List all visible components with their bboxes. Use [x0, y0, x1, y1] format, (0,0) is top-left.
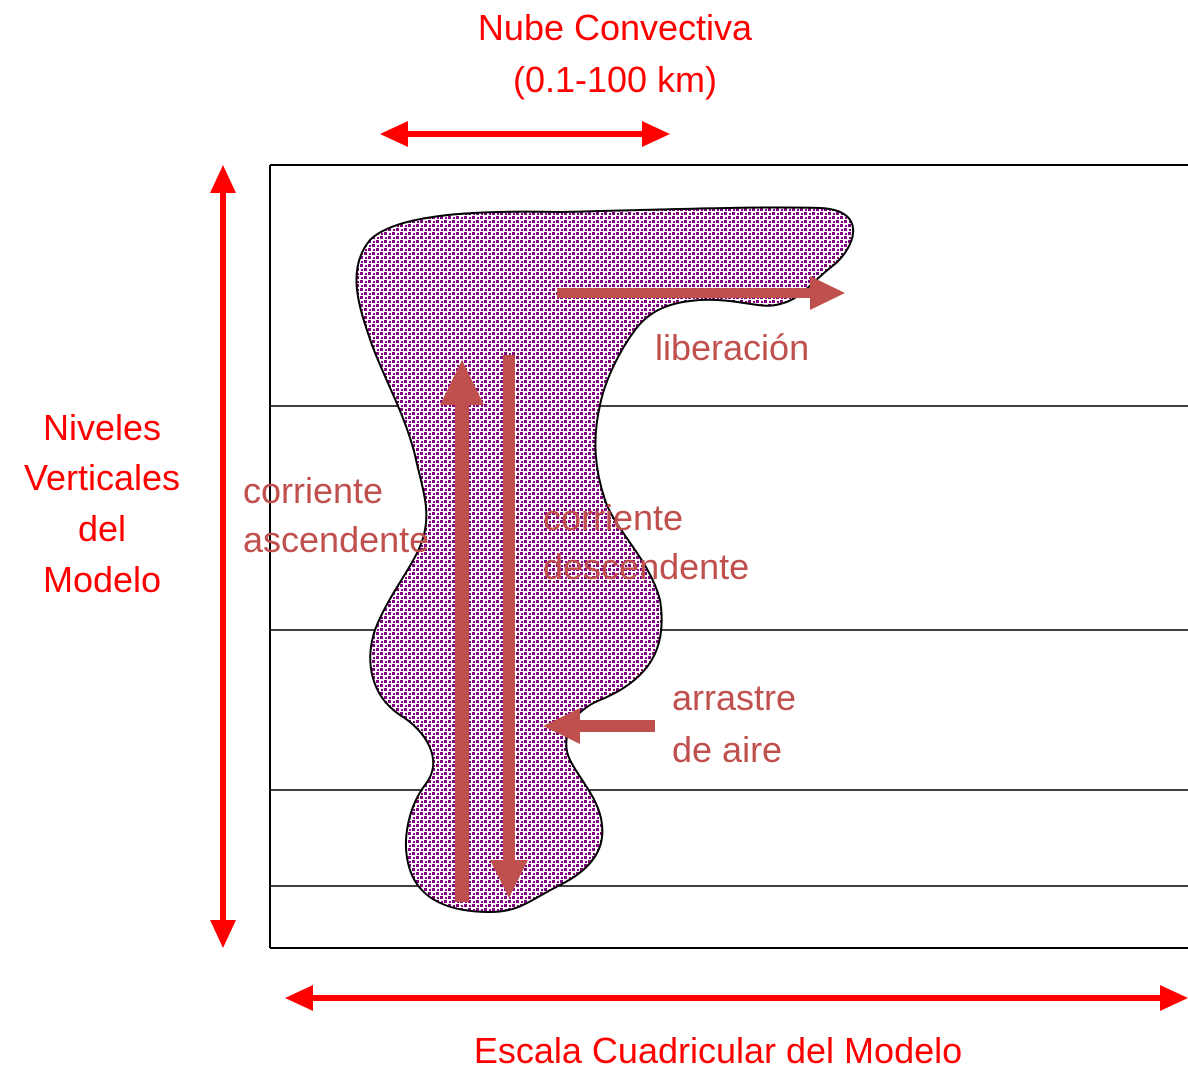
- updraft-arrow: [440, 360, 484, 902]
- downdraft-label-line1: corriente: [543, 497, 683, 538]
- vertical-levels-label-line3: del: [78, 508, 126, 549]
- updraft-label-line2: ascendente: [243, 519, 429, 560]
- vertical-levels-arrow: [210, 165, 236, 948]
- detrainment-label: liberación: [655, 327, 809, 368]
- entrainment-label-line2: de aire: [672, 729, 782, 770]
- updraft-label-line1: corriente: [243, 470, 383, 511]
- vertical-levels-label-line4: Modelo: [43, 559, 161, 600]
- entrainment-label-line1: arrastre: [672, 677, 796, 718]
- downdraft-label-line2: descendente: [543, 546, 749, 587]
- entrainment-arrow: [543, 708, 655, 744]
- horizontal-grid-scale-arrow: [285, 985, 1188, 1011]
- vertical-levels-label-line2: Verticales: [24, 457, 180, 498]
- downdraft-arrow: [490, 355, 528, 898]
- grid-scale-label: Escala Cuadricular del Modelo: [474, 1030, 962, 1065]
- detrainment-arrow: [557, 276, 845, 310]
- cloud-width-arrow: [380, 121, 670, 147]
- cloud-size-range: (0.1-100 km): [513, 59, 717, 100]
- cloud-title: Nube Convectiva: [478, 7, 753, 48]
- vertical-levels-label-line1: Niveles: [43, 407, 161, 448]
